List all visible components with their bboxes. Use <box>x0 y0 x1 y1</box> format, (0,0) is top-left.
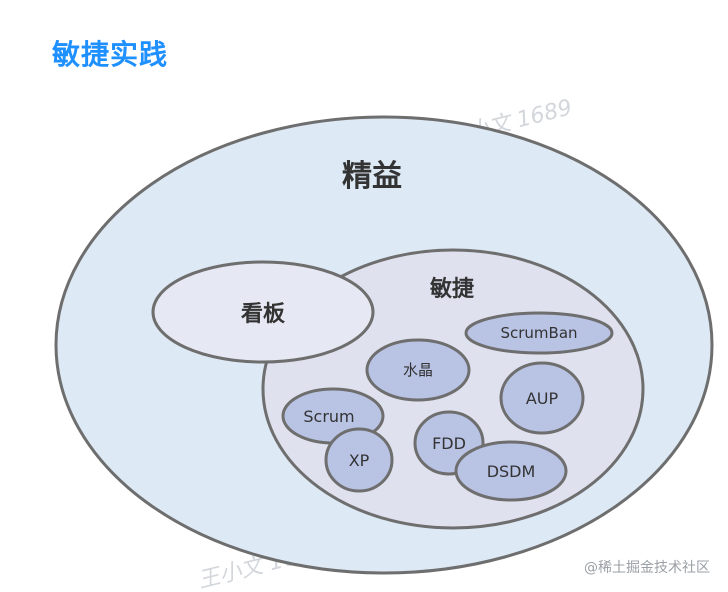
aup-label: AUP <box>526 389 559 408</box>
dsdm-ellipse <box>454 440 568 502</box>
crystal-label: 水晶 <box>403 361 433 379</box>
aup-ellipse <box>499 361 585 435</box>
lean-label: 精益 <box>342 159 402 194</box>
dsdm-label: DSDM <box>487 462 536 481</box>
kanban-label: 看板 <box>241 302 286 327</box>
kanban-ellipse <box>151 260 375 364</box>
agile-label: 敏捷 <box>429 276 475 302</box>
xp-label: XP <box>349 451 370 470</box>
crystal-ellipse <box>365 338 471 402</box>
source-credit: @稀土掘金技术社区 <box>584 560 710 576</box>
scrum-label: Scrum <box>303 407 354 426</box>
page-title: 敏捷实践 <box>52 38 169 71</box>
xp-ellipse <box>324 427 394 493</box>
fdd-label: FDD <box>432 434 466 453</box>
scrumban-ellipse <box>464 311 614 355</box>
scrumban-label: ScrumBan <box>500 324 577 342</box>
